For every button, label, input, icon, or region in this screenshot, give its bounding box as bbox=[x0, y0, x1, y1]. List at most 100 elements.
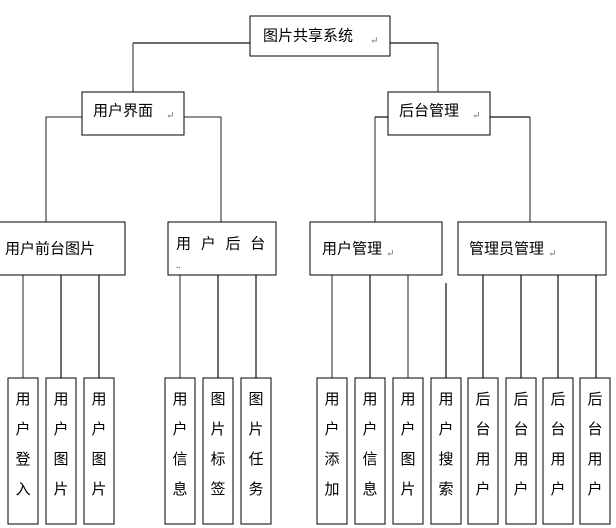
node-user-management-label: 用户管理 bbox=[322, 240, 382, 257]
node-admin-management-label: 管理员管理 bbox=[469, 240, 544, 257]
leaf-node-char: 用 bbox=[400, 392, 415, 408]
node-backend-management-box[interactable] bbox=[387, 91, 491, 136]
leaf-node-char: 户 bbox=[15, 421, 30, 438]
node-admin-management-box[interactable] bbox=[457, 221, 607, 276]
connectors-group-2 bbox=[331, 275, 447, 378]
leaf-node-char: 户 bbox=[53, 421, 68, 438]
leaf-node-char: 户 bbox=[438, 421, 453, 438]
leaf-node-char: 用 bbox=[438, 392, 453, 408]
leaf-node-box[interactable] bbox=[83, 377, 115, 525]
leaf-node-box[interactable] bbox=[505, 377, 537, 525]
leaf-node-box[interactable] bbox=[164, 377, 196, 525]
leaf-node-char: 用 bbox=[324, 392, 339, 408]
leaf-node-char: 户 bbox=[91, 421, 106, 438]
node-user-management[interactable]: 用户管理 ↵ bbox=[309, 221, 443, 276]
leaf-node-char: 用 bbox=[513, 452, 528, 468]
leaf-node-box[interactable] bbox=[316, 377, 348, 525]
leaf-node-box[interactable] bbox=[202, 377, 234, 525]
leaf-node-box[interactable] bbox=[579, 377, 611, 525]
node-user-front-images-box[interactable] bbox=[0, 221, 126, 276]
leaf-node-char: 台 bbox=[513, 421, 528, 438]
leaf-node-box[interactable] bbox=[392, 377, 424, 525]
leaf-node-char: 用 bbox=[91, 392, 106, 408]
leaf-node-char: 登 bbox=[15, 451, 30, 468]
node-user-front-images[interactable]: 用户前台图片 bbox=[0, 221, 126, 276]
leaf-node-char: 入 bbox=[15, 482, 30, 498]
leaf-node-char: 用 bbox=[587, 452, 602, 468]
node-root-mark: ↵ bbox=[370, 35, 378, 46]
node-user-management-box[interactable] bbox=[309, 221, 443, 276]
leaf-node-char: 户 bbox=[513, 481, 528, 498]
leaf-node-box[interactable] bbox=[430, 377, 462, 525]
connectors-admin-to-level3 bbox=[374, 116, 531, 222]
node-user-backend[interactable]: 用 户 后 台 .. bbox=[167, 221, 277, 276]
node-user-backend-box[interactable] bbox=[167, 221, 277, 276]
node-user-interface-label: 用户界面 bbox=[93, 102, 153, 119]
leaf-node-char: 户 bbox=[550, 481, 565, 498]
leaf-node-box[interactable] bbox=[467, 377, 499, 525]
node-user-interface-mark: ↵ bbox=[166, 110, 174, 121]
leaf-node-char: 签 bbox=[210, 481, 225, 498]
leaf-node-box[interactable] bbox=[240, 377, 272, 525]
leaf-node-char: 后 bbox=[513, 391, 528, 408]
node-backend-management-mark: ↵ bbox=[472, 110, 480, 121]
connector-ui-to-front-images bbox=[45, 116, 82, 222]
leaf-node-char: 户 bbox=[400, 421, 415, 438]
leaf-node-char: 片 bbox=[91, 481, 106, 498]
leaf-node-char: 片 bbox=[210, 421, 225, 438]
leaf-node-char: 片 bbox=[248, 421, 263, 438]
node-user-interface[interactable]: 用户界面 ↵ bbox=[81, 91, 185, 136]
leaf-node-char: 索 bbox=[438, 481, 453, 498]
node-backend-management-label: 后台管理 bbox=[399, 102, 459, 119]
leaf-node-char: 标 bbox=[210, 451, 225, 468]
node-backend-management[interactable]: 后台管理 ↵ bbox=[387, 91, 491, 136]
node-root-box[interactable] bbox=[249, 15, 391, 57]
leaf-node-box[interactable] bbox=[542, 377, 574, 525]
leaf-node-box[interactable] bbox=[45, 377, 77, 525]
connectors-ui-to-level3 bbox=[45, 116, 222, 222]
leaf-node-char: 户 bbox=[475, 481, 490, 498]
node-root-label: 图片共享系统 bbox=[263, 27, 353, 44]
leaf-node-char: 用 bbox=[550, 452, 565, 468]
leaf-node-char: 用 bbox=[172, 392, 187, 408]
leaf-node-char: 台 bbox=[550, 421, 565, 438]
connector-ui-to-user-backend bbox=[184, 116, 222, 222]
leaf-node-char: 搜 bbox=[438, 451, 453, 468]
leaf-node-char: 户 bbox=[324, 421, 339, 438]
leaf-node-char: 务 bbox=[248, 481, 263, 498]
leaf-node-char: 信 bbox=[362, 451, 377, 468]
node-admin-management[interactable]: 管理员管理 ↵ bbox=[457, 221, 607, 276]
leaf-node-box[interactable] bbox=[7, 377, 39, 525]
leaf-node-char: 用 bbox=[15, 392, 30, 408]
leaf-node-char: 信 bbox=[172, 451, 187, 468]
leaf-node-char: 图 bbox=[91, 451, 106, 468]
node-user-management-mark: ↵ bbox=[386, 248, 394, 259]
leaf-node-char: 户 bbox=[172, 421, 187, 438]
leaf-node-box[interactable] bbox=[354, 377, 386, 525]
leaf-node-char: 任 bbox=[248, 451, 263, 468]
leaf-node-char: 后 bbox=[550, 391, 565, 408]
connectors-group-0 bbox=[22, 275, 100, 378]
leaf-node-layer: 用户登入用户图片用户图片用户信息图片标签图片任务用户添加用户信息用户图片用户搜索… bbox=[7, 377, 611, 525]
node-root[interactable]: 图片共享系统 ↵ bbox=[249, 15, 391, 57]
leaf-node-char: 后 bbox=[587, 391, 602, 408]
leaf-node-char: 加 bbox=[324, 481, 339, 498]
leaf-node-char: 图 bbox=[210, 391, 225, 408]
node-user-interface-box[interactable] bbox=[81, 91, 185, 136]
